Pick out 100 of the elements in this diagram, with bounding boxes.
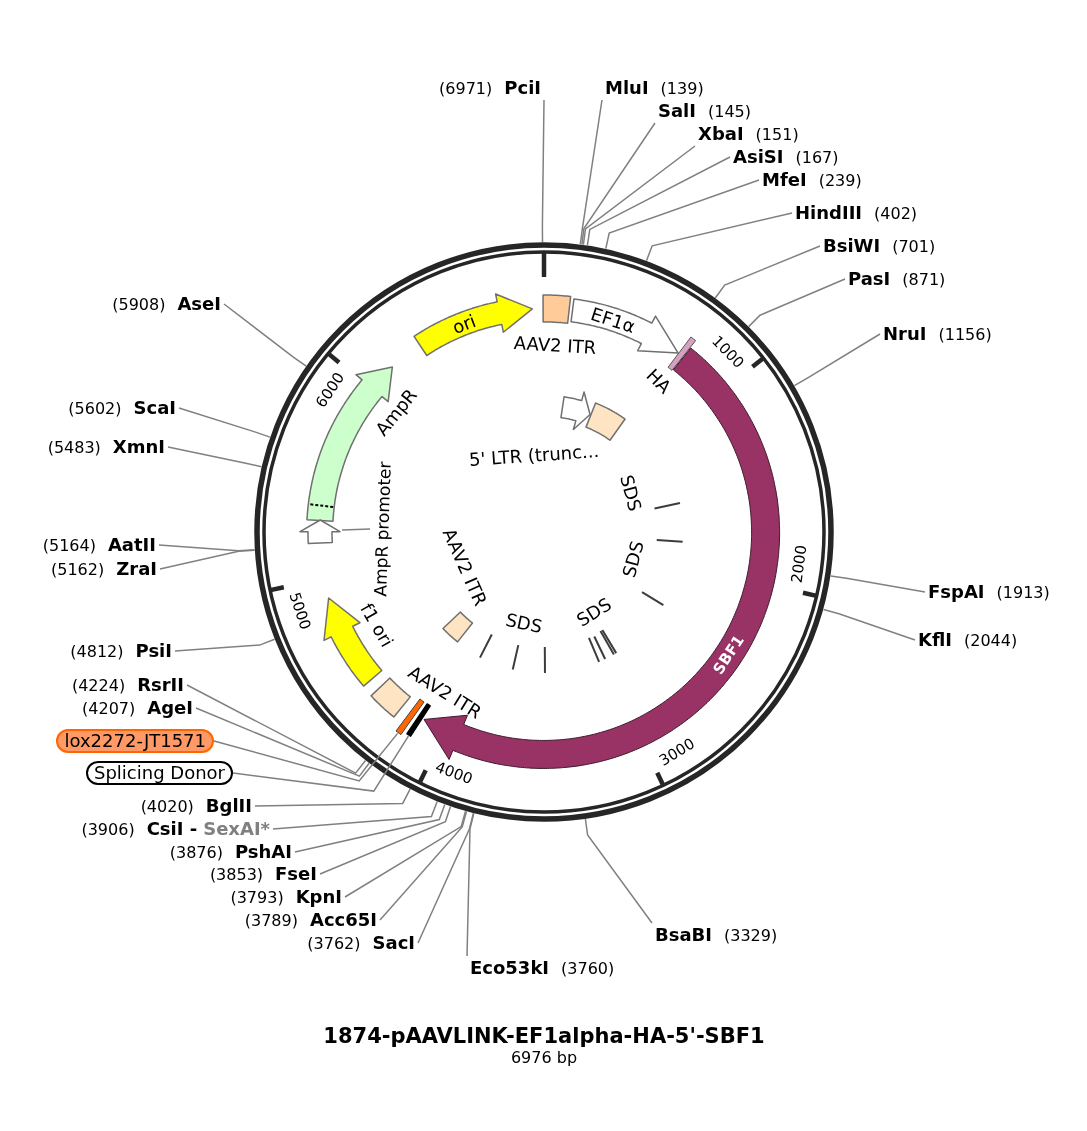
cut-position: (3789) [244,910,298,932]
enzyme-name: BsiWI [823,234,881,258]
cut-position: (3793) [230,887,284,909]
feature-name: SDS [618,538,648,580]
cut-position: (2044) [964,630,1018,652]
cut-position: (167) [795,147,839,169]
leader-line [645,212,793,262]
cut-position: (3906) [81,819,135,841]
enzyme-name: MluI [605,76,649,100]
leader-line [581,122,656,246]
leader-line [195,707,370,777]
cut-position: (151) [755,124,799,146]
feature-name: AAV2 ITR [439,525,492,609]
enzyme-name: PasI [848,267,891,291]
enzyme-name: XmnI [112,435,165,459]
leader-line [584,818,653,924]
cut-position: (4020) [140,796,194,818]
cut-position: (5162) [51,559,105,581]
enzyme-name: CsiI - [146,817,198,841]
enzyme-name: FspAI [928,580,985,604]
enzyme-name: NruI [883,322,927,346]
leader-line [272,800,438,830]
leader-line [213,732,399,782]
feature-block [440,610,475,644]
leader-line [341,528,371,531]
enzyme-name: Acc65I [309,908,377,932]
enzyme-name: AsiSI [733,145,784,169]
enzyme-name: BsaBI [655,923,712,947]
leader-line [167,446,263,468]
cut-position: (3762) [307,933,361,955]
feature-tag: lox2272-JT1571 [56,729,214,753]
cut-position: (3853) [209,864,264,886]
leader-line [579,99,603,246]
leader-line [186,684,367,775]
enzyme-name: PsiI [135,639,172,663]
feature-segment [298,517,342,546]
enzyme-name: SacI [372,931,415,955]
feature-name: SDS [616,472,646,514]
leader-line [714,245,821,299]
scale-label: 2000 [787,544,811,585]
enzyme-name: BglII [205,794,252,818]
leader-line [466,812,475,957]
feature-name: SDS [572,593,616,631]
enzyme-name: SexAI* [203,817,270,841]
leader-line [793,333,881,387]
cut-position: (871) [902,269,946,291]
scale-label: 4000 [433,757,476,788]
cut-position: (5908) [112,294,166,316]
cut-position: (1913) [996,582,1050,604]
feature-name: 5' LTR (trunc... [468,440,600,470]
cut-position: (3760) [561,958,615,980]
cut-position: (6971) [439,78,493,100]
cut-position: (4207) [82,698,136,720]
enzyme-name: AseI [177,292,221,316]
feature-segment [559,389,593,432]
scale-label: 5000 [285,590,315,633]
enzyme-name: ZraI [116,557,157,581]
leader-line [586,156,731,247]
cut-position: (5164) [42,535,96,557]
plasmid-title: 1874-pAAVLINK-EF1alpha-HA-5'-SBF1 [323,1023,765,1050]
enzyme-name: MfeI [762,168,807,192]
leader-line [747,278,846,328]
enzyme-name: AatII [107,533,156,557]
feature-name: HA [642,364,676,398]
cut-position: (5602) [68,398,122,420]
cut-position: (4812) [70,641,124,663]
feature-tag: Splicing Donor [86,761,233,785]
leader-line [344,810,467,898]
cut-position: (139) [660,78,704,100]
leader-line [254,788,411,807]
enzyme-name: HindIII [795,201,863,225]
leader-line [223,303,307,367]
plasmid-length: 6976 bp [510,1048,578,1068]
leader-line [822,608,916,641]
leader-line [417,812,475,944]
cut-position: (145) [708,101,751,123]
feature-name: SDS [503,608,545,638]
cut-position: (5483) [47,437,101,459]
enzyme-name: ScaI [133,396,176,420]
leader-line [232,735,410,792]
cut-position: (4224) [71,675,126,697]
feature-name: ori [449,309,479,338]
enzyme-name: Eco53kI [470,956,550,980]
leader-line [158,544,256,552]
leader-line [174,638,276,652]
enzyme-name: PshAI [234,840,292,864]
leader-line [159,549,256,570]
feature-mark [405,702,433,739]
leader-line [319,805,452,875]
leader-line [294,803,446,853]
enzyme-name: PciI [504,76,541,100]
feature-block [540,293,573,326]
enzyme-name: FseI [275,862,317,886]
feature-block [583,400,627,442]
feature-segment [568,296,680,355]
cut-position: (701) [892,236,936,258]
leader-line [541,99,545,243]
leader-line [379,810,468,921]
cut-position: (1156) [938,324,992,346]
enzyme-name: XbaI [698,122,744,146]
